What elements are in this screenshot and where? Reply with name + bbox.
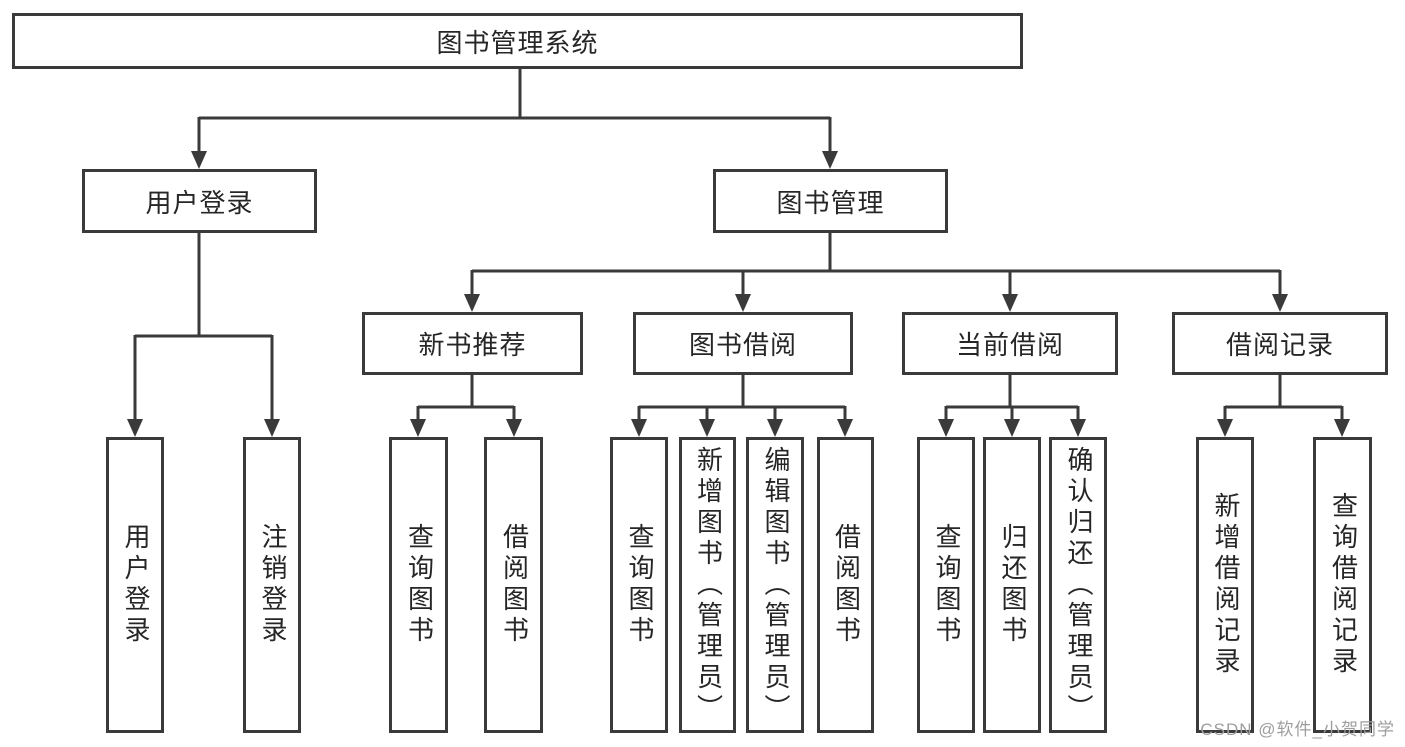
leaf-borrowing-query-books-label: 查询图书 bbox=[624, 523, 655, 647]
leaf-current-query-books: 查询图书 bbox=[917, 437, 975, 733]
node-book-borrowing-label: 图书借阅 bbox=[688, 330, 797, 360]
leaf-logout-label: 注销登录 bbox=[257, 523, 288, 647]
node-root-system: 图书管理系统 bbox=[12, 13, 1023, 69]
leaf-borrowing-query-books: 查询图书 bbox=[610, 437, 668, 733]
leaf-add-books-admin: 新增图书（管理员） bbox=[679, 437, 736, 733]
leaf-logout: 注销登录 bbox=[243, 437, 301, 733]
csdn-watermark: CSDN @软件_小贺同学 bbox=[1200, 720, 1395, 739]
leaf-confirm-return-admin-label: 确认归还（管理员） bbox=[1063, 445, 1094, 725]
node-borrowing-records-label: 借阅记录 bbox=[1225, 330, 1334, 360]
node-new-book-recommend: 新书推荐 bbox=[362, 312, 583, 375]
leaf-add-books-admin-label: 新增图书（管理员） bbox=[693, 445, 724, 725]
leaf-recommend-borrow-books-label: 借阅图书 bbox=[499, 523, 530, 647]
node-new-book-recommend-label: 新书推荐 bbox=[418, 330, 527, 360]
leaf-recommend-query-books: 查询图书 bbox=[389, 437, 448, 733]
node-current-borrowing: 当前借阅 bbox=[902, 312, 1118, 375]
leaf-query-borrow-record-label: 查询借阅记录 bbox=[1328, 492, 1359, 678]
leaf-user-login-label: 用户登录 bbox=[120, 523, 151, 647]
arrowhead-icons bbox=[127, 151, 1350, 437]
leaf-confirm-return-admin: 确认归还（管理员） bbox=[1049, 437, 1107, 733]
leaf-current-query-books-label: 查询图书 bbox=[931, 523, 962, 647]
leaf-edit-books-admin-label: 编辑图书（管理员） bbox=[760, 445, 791, 725]
node-book-management-label: 图书管理 bbox=[776, 187, 885, 218]
leaf-borrow-books: 借阅图书 bbox=[817, 437, 874, 733]
node-borrowing-records: 借阅记录 bbox=[1172, 312, 1388, 375]
node-user-login: 用户登录 bbox=[82, 169, 317, 233]
leaf-edit-books-admin: 编辑图书（管理员） bbox=[746, 437, 804, 733]
leaf-recommend-query-books-label: 查询图书 bbox=[404, 523, 435, 647]
leaf-borrow-books-label: 借阅图书 bbox=[831, 523, 862, 647]
leaf-recommend-borrow-books: 借阅图书 bbox=[484, 437, 543, 733]
node-root-label: 图书管理系统 bbox=[436, 27, 599, 58]
leaf-add-borrow-record-label: 新增借阅记录 bbox=[1210, 492, 1241, 678]
node-book-management: 图书管理 bbox=[713, 169, 948, 233]
node-current-borrowing-label: 当前借阅 bbox=[955, 330, 1064, 360]
leaf-query-borrow-record: 查询借阅记录 bbox=[1313, 437, 1372, 733]
leaf-add-borrow-record: 新增借阅记录 bbox=[1196, 437, 1254, 733]
leaf-return-books: 归还图书 bbox=[983, 437, 1041, 733]
leaf-user-login: 用户登录 bbox=[106, 437, 164, 733]
node-user-login-label: 用户登录 bbox=[145, 187, 254, 218]
leaf-return-books-label: 归还图书 bbox=[997, 523, 1028, 647]
node-book-borrowing: 图书借阅 bbox=[633, 312, 853, 375]
